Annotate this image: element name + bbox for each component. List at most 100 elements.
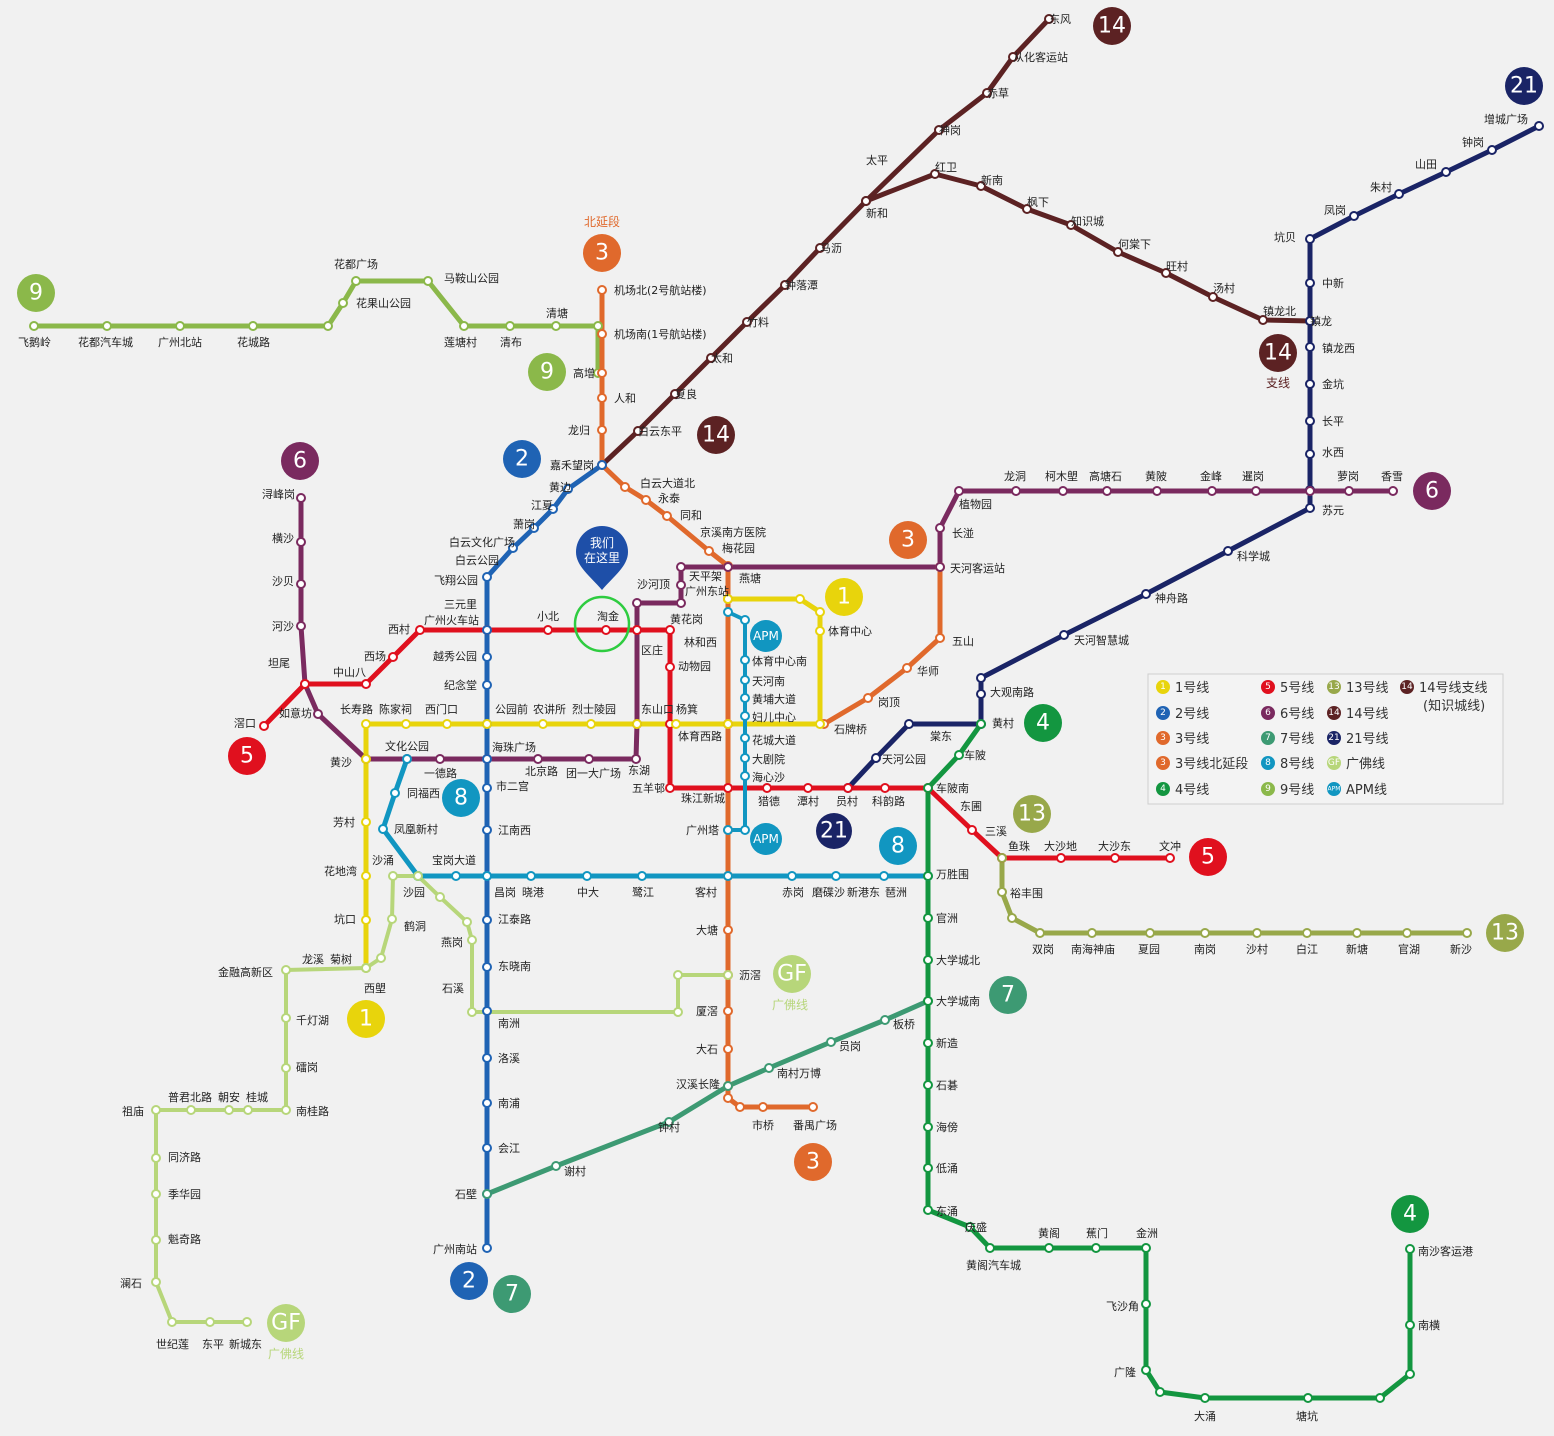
- station-node[interactable]: [1405, 1369, 1415, 1379]
- station-label[interactable]: 天河南: [752, 675, 785, 688]
- station-node[interactable]: [923, 1122, 933, 1132]
- station-label[interactable]: 滘口: [234, 717, 256, 730]
- station-node[interactable]: [167, 1317, 177, 1327]
- station-label[interactable]: 凤岗: [1324, 204, 1346, 217]
- station-node[interactable]: [815, 243, 825, 253]
- station-node[interactable]: [632, 598, 642, 608]
- station-label[interactable]: 新和: [866, 206, 888, 220]
- station-label[interactable]: 磨碟沙: [812, 886, 845, 899]
- station-label[interactable]: 同福西: [407, 786, 440, 800]
- station-node[interactable]: [361, 817, 371, 827]
- station-node[interactable]: [378, 824, 388, 834]
- station-label[interactable]: 枫下: [1027, 195, 1049, 209]
- station-node[interactable]: [151, 1105, 161, 1115]
- station-node[interactable]: [935, 562, 945, 572]
- station-label[interactable]: 一德路: [424, 766, 457, 780]
- station-label[interactable]: 中大: [577, 885, 599, 899]
- station-label[interactable]: 飞沙角: [1106, 1300, 1139, 1313]
- station-label[interactable]: 永泰: [658, 491, 680, 505]
- station-node[interactable]: [259, 721, 269, 731]
- station-label[interactable]: 科学城: [1237, 549, 1270, 563]
- station-node[interactable]: [533, 754, 543, 764]
- station-node[interactable]: [1141, 1243, 1151, 1253]
- station-node[interactable]: [762, 783, 772, 793]
- station-node[interactable]: [586, 719, 596, 729]
- station-label[interactable]: 客村: [695, 885, 717, 899]
- station-node[interactable]: [1305, 234, 1315, 244]
- station-node[interactable]: [1305, 486, 1315, 496]
- station-label[interactable]: 杨箕: [676, 702, 698, 716]
- station-label[interactable]: 水西: [1322, 446, 1344, 459]
- station-label[interactable]: 梅花园: [722, 541, 755, 555]
- station-node[interactable]: [1305, 379, 1315, 389]
- station-node[interactable]: [723, 594, 733, 604]
- station-node[interactable]: [482, 719, 492, 729]
- station-label[interactable]: 西场: [364, 649, 386, 663]
- station-label[interactable]: 高塘石: [1089, 469, 1122, 483]
- station-node[interactable]: [671, 719, 681, 729]
- station-node[interactable]: [1035, 928, 1045, 938]
- station-label[interactable]: 双岗: [1032, 943, 1054, 956]
- station-label[interactable]: 苏元: [1322, 504, 1344, 517]
- station-label[interactable]: 白云东平: [638, 424, 682, 438]
- station-label[interactable]: 钟村: [658, 1120, 680, 1134]
- station-label[interactable]: 板桥: [893, 1017, 915, 1031]
- station-node[interactable]: [281, 1105, 291, 1115]
- station-label[interactable]: 萝岗: [1337, 470, 1359, 483]
- station-label[interactable]: 澜石: [120, 1276, 142, 1290]
- station-node[interactable]: [676, 562, 686, 572]
- station-node[interactable]: [665, 625, 675, 635]
- station-label[interactable]: 朱村: [1370, 180, 1392, 194]
- station-label[interactable]: 沙村: [1246, 942, 1268, 956]
- station-label[interactable]: 神岗: [939, 123, 961, 137]
- station-node[interactable]: [976, 181, 986, 191]
- station-node[interactable]: [740, 655, 750, 665]
- station-node[interactable]: [620, 482, 630, 492]
- station-label[interactable]: 黄埔大道: [752, 692, 796, 706]
- station-node[interactable]: [665, 783, 675, 793]
- station-node[interactable]: [323, 321, 333, 331]
- station-node[interactable]: [1165, 853, 1175, 863]
- station-node[interactable]: [723, 1006, 733, 1016]
- station-node[interactable]: [1305, 342, 1315, 352]
- station-label[interactable]: 团一大广场: [566, 766, 621, 780]
- station-label[interactable]: 广州塔: [686, 824, 719, 837]
- station-label[interactable]: 南岗: [1194, 943, 1216, 956]
- station-node[interactable]: [582, 871, 592, 881]
- station-node[interactable]: [1252, 928, 1262, 938]
- station-label[interactable]: 市桥: [752, 1118, 774, 1132]
- station-node[interactable]: [361, 915, 371, 925]
- station-node[interactable]: [976, 719, 986, 729]
- station-label[interactable]: 天河智慧城: [1074, 633, 1129, 647]
- station-label[interactable]: 知识城: [1071, 214, 1104, 228]
- station-node[interactable]: [1066, 220, 1076, 230]
- station-node[interactable]: [637, 871, 647, 881]
- station-label[interactable]: 沙贝: [272, 575, 294, 588]
- station-node[interactable]: [361, 754, 371, 764]
- station-node[interactable]: [632, 719, 642, 729]
- station-label[interactable]: 大学城北: [936, 953, 980, 967]
- station-node[interactable]: [482, 1243, 492, 1253]
- station-label[interactable]: 陈家祠: [379, 702, 412, 716]
- station-node[interactable]: [735, 1102, 745, 1112]
- station-node[interactable]: [1487, 145, 1497, 155]
- station-label[interactable]: 文冲: [1159, 839, 1181, 853]
- station-label[interactable]: 芳村: [333, 815, 355, 829]
- station-node[interactable]: [923, 1205, 933, 1215]
- station-node[interactable]: [593, 321, 603, 331]
- station-label[interactable]: 沥滘: [739, 969, 761, 982]
- station-node[interactable]: [482, 825, 492, 835]
- station-node[interactable]: [923, 1038, 933, 1048]
- station-node[interactable]: [871, 753, 881, 763]
- station-node[interactable]: [390, 788, 400, 798]
- station-node[interactable]: [601, 625, 611, 635]
- station-node[interactable]: [1388, 486, 1398, 496]
- station-label[interactable]: 石牌桥: [834, 722, 867, 736]
- station-label[interactable]: 广州火车站: [424, 613, 479, 627]
- station-label[interactable]: 高增: [573, 366, 595, 380]
- station-node[interactable]: [482, 1189, 492, 1199]
- station-label[interactable]: 长寿路: [340, 702, 373, 716]
- station-label[interactable]: 纪念堂: [444, 678, 477, 692]
- station-node[interactable]: [151, 1153, 161, 1163]
- station-label[interactable]: 体育中心南: [752, 654, 807, 668]
